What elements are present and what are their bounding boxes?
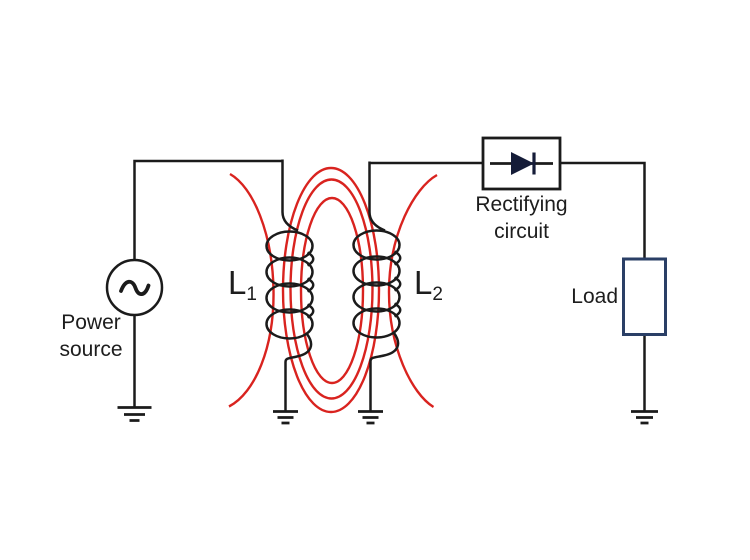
coil2-turn (352, 229, 401, 261)
receiver-coil (352, 161, 402, 411)
ground-coil2 (358, 410, 383, 425)
ground-power-source (117, 406, 152, 422)
field-line-middle (289, 178, 374, 400)
ground-icon (631, 410, 658, 425)
rectifier-label: Rectifying circuit (461, 192, 582, 245)
coil1-bottom-lead (284, 333, 313, 411)
magnetic-field-lines (228, 166, 438, 414)
coil1-link (306, 277, 315, 293)
ground-icon (117, 406, 152, 422)
ac-source-icon (105, 258, 164, 317)
coil1-turn (265, 282, 314, 314)
coil1-link (306, 251, 315, 267)
power-source-label-line1: Power (61, 311, 121, 334)
coil2-link (393, 302, 402, 318)
ground-coil1 (273, 410, 298, 425)
coil2-bottom-lead (369, 332, 400, 411)
coil1-label-subscript: 1 (246, 284, 257, 305)
coil1-turn (265, 308, 314, 340)
transmitter-coil (265, 159, 315, 411)
power-source-label-line2: source (59, 337, 123, 361)
field-line-open-right (387, 173, 438, 409)
load-label: Load (571, 285, 618, 308)
coil1-turn (265, 256, 314, 288)
coil2-turn (352, 307, 401, 339)
rectifier-label-line2: circuit (494, 219, 549, 243)
ground-icon (273, 410, 298, 425)
power-source-label: Power source (46, 310, 136, 363)
coil1-turn (265, 230, 314, 262)
rectifier-label-line1: Rectifying (475, 193, 568, 216)
coil1-top-lead (281, 159, 299, 232)
field-line-open-left (228, 172, 275, 408)
wire-rectifier-to-load (560, 161, 646, 259)
coil2-top-lead (368, 161, 386, 232)
diode-icon (511, 152, 534, 175)
ac-source-circle (105, 258, 164, 317)
coil2-turn (352, 281, 401, 313)
ground-load (631, 410, 658, 425)
coil2-link (393, 250, 402, 266)
coil2-label-subscript: 2 (432, 284, 443, 305)
coil2-link (393, 276, 402, 292)
circuit-wires (133, 159, 646, 411)
sine-wave-icon (119, 279, 151, 296)
coil2-turn (352, 255, 401, 287)
field-line-inner (299, 196, 365, 385)
ground-icon (358, 410, 383, 425)
wire-source-to-coil1 (133, 159, 283, 260)
load-box (622, 257, 667, 336)
field-line-outer (281, 166, 381, 414)
coil2-label: L2 (414, 264, 443, 305)
coil1-link (306, 303, 315, 319)
coil1-label: L1 (228, 264, 257, 305)
rectifier-block (481, 136, 562, 191)
